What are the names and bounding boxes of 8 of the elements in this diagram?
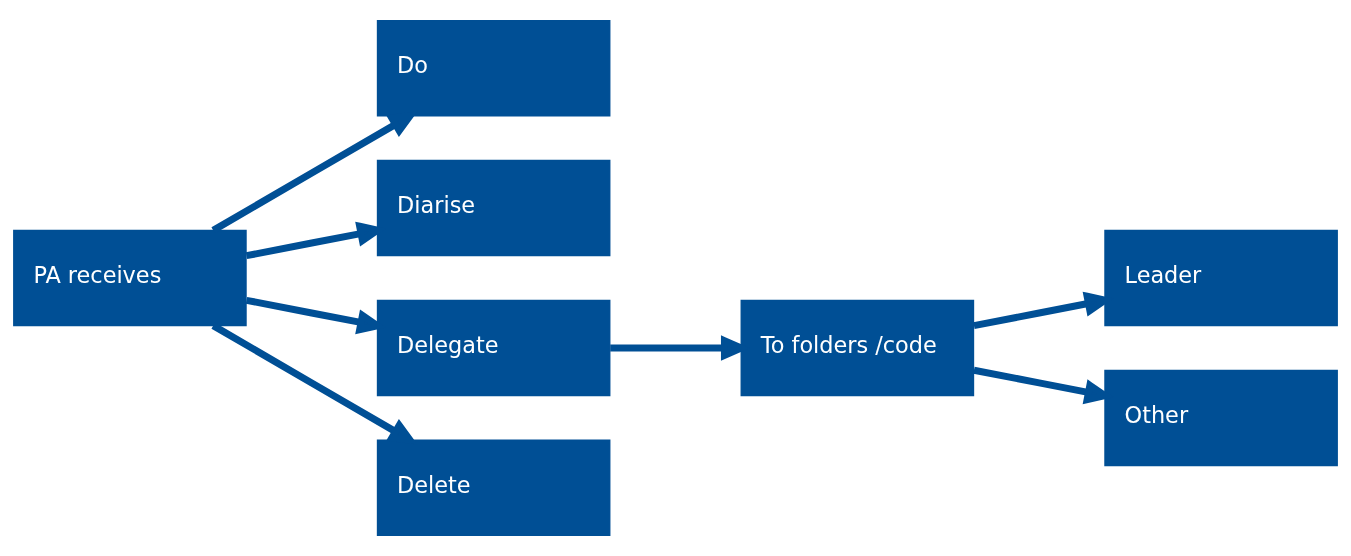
node-box: Delegate	[376, 299, 611, 397]
node-box: Delete	[376, 439, 611, 537]
node-box: Do	[376, 19, 611, 117]
node-box: Leader	[1104, 229, 1338, 327]
node-box: Other	[1104, 369, 1338, 467]
node-box: PA receives	[13, 229, 247, 327]
node-box: To folders /code	[740, 299, 975, 397]
node-box: Diarise	[376, 159, 611, 257]
